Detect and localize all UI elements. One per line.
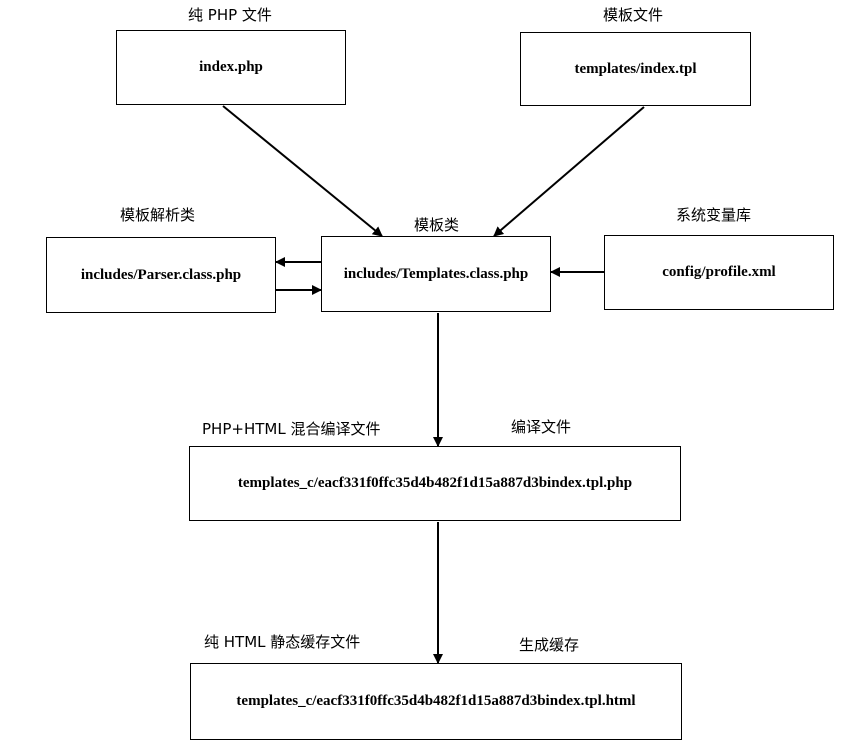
cached-node: templates_c/eacf331f0ffc35d4b482f1d15a88… [190,663,682,740]
compiled-caption: PHP+HTML 混合编译文件 [202,420,381,438]
profile-node-text: config/profile.xml [662,264,776,280]
templates-class-node: includes/Templates.class.php [321,236,551,312]
profile-caption: 系统变量库 [676,206,752,224]
arrow-index-tpl-to-templates-class [493,106,645,237]
templates-class-node-text: includes/Templates.class.php [343,265,529,282]
templates-class-caption: 模板类 [414,216,460,234]
index-php-node-text: index.php [199,59,263,75]
index-tpl-caption: 模板文件 [603,6,664,24]
compile-edge-label: 编译文件 [511,418,572,436]
profile-node: config/profile.xml [604,235,834,310]
cache-edge-label: 生成缓存 [519,636,580,654]
index-php-node: index.php [116,30,346,105]
arrow-index-php-to-templates-class [222,105,383,237]
index-php-caption: 纯 PHP 文件 [188,6,272,24]
compiled-node-text: templates_c/eacf331f0ffc35d4b482f1d15a88… [237,475,633,491]
cached-caption: 纯 HTML 静态缓存文件 [204,633,361,651]
index-tpl-node-text: templates/index.tpl [574,60,697,77]
compiled-node: templates_c/eacf331f0ffc35d4b482f1d15a88… [189,446,681,521]
parser-node: includes/Parser.class.php [46,237,276,313]
cached-node-text: templates_c/eacf331f0ffc35d4b482f1d15a88… [236,693,636,709]
index-tpl-node: templates/index.tpl [520,32,751,106]
parser-node-text: includes/Parser.class.php [80,266,242,283]
parser-caption: 模板解析类 [120,206,196,224]
